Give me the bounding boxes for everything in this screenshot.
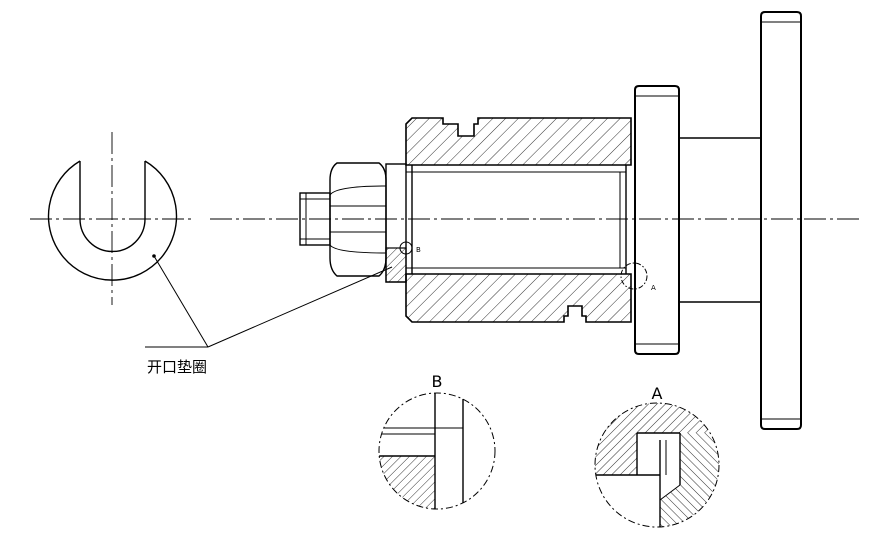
washer-section: B (385, 163, 421, 283)
sleeve-section: A (405, 117, 656, 323)
callout-b: B (416, 246, 421, 254)
washer-leaders (145, 255, 393, 348)
washer-label: 开口垫圈 (147, 358, 207, 376)
detail-b: B (378, 372, 496, 510)
base-plate (760, 11, 802, 430)
flange (634, 85, 680, 355)
detail-a: A (594, 384, 720, 528)
detail-a-title: A (652, 384, 663, 403)
open-washer-view (47, 132, 178, 305)
shaft (679, 137, 760, 303)
hex-nut (329, 162, 387, 277)
callout-a: A (651, 284, 656, 292)
detail-b-title: B (432, 372, 443, 391)
